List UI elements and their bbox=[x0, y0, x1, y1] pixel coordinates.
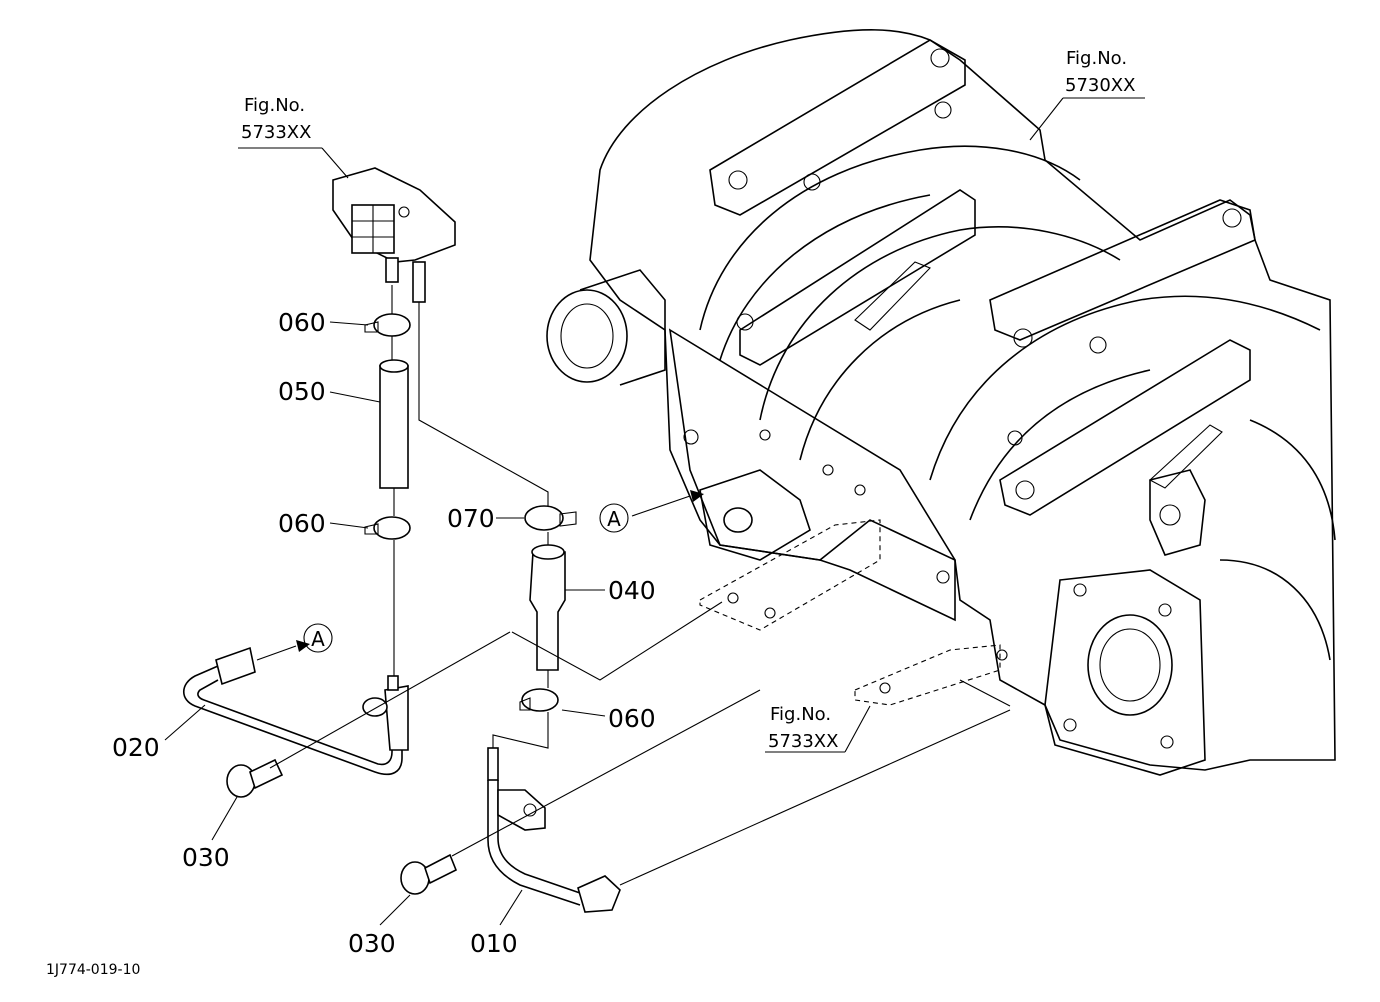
fig-ref-sensor-label: Fig.No. bbox=[244, 95, 305, 116]
view-marker-lower: A bbox=[311, 627, 325, 651]
part-label-060-mid: 060 bbox=[278, 509, 326, 538]
assembly-lines bbox=[164, 285, 1011, 926]
pressure-sensor bbox=[332, 167, 456, 303]
mounting-bracket bbox=[699, 519, 1008, 706]
pipe-020 bbox=[182, 646, 409, 776]
view-marker-upper: A bbox=[607, 507, 621, 531]
fig-ref-dpf-label: Fig.No. bbox=[1066, 48, 1127, 69]
drawing-code: 1J774-019-10 bbox=[46, 962, 140, 978]
part-label-060-top: 060 bbox=[278, 308, 326, 337]
fig-ref-bracket-number: 5733XX bbox=[768, 731, 838, 752]
fig-ref-dpf-number: 5730XX bbox=[1065, 75, 1135, 96]
fig-ref-bracket-label: Fig.No. bbox=[770, 704, 831, 725]
pipe-010 bbox=[487, 747, 621, 913]
hose-050 bbox=[379, 359, 409, 489]
view-marker-circle-upper bbox=[599, 503, 629, 533]
hose-040 bbox=[529, 544, 566, 671]
view-marker-circle-lower bbox=[303, 623, 333, 653]
part-label-070: 070 bbox=[447, 504, 495, 533]
part-label-030-bottom: 030 bbox=[348, 929, 396, 958]
part-label-020: 020 bbox=[112, 733, 160, 762]
part-label-010: 010 bbox=[470, 929, 518, 958]
dpf-assembly bbox=[546, 29, 1336, 776]
fig-ref-sensor-number: 5733XX bbox=[241, 122, 311, 143]
part-label-030-left: 030 bbox=[182, 843, 230, 872]
part-label-050: 050 bbox=[278, 377, 326, 406]
part-label-040: 040 bbox=[608, 576, 656, 605]
hose-clamps bbox=[364, 313, 577, 712]
fig-ref-leaders bbox=[238, 97, 1145, 753]
part-label-060-low: 060 bbox=[608, 704, 656, 733]
bolts-030 bbox=[226, 758, 458, 895]
